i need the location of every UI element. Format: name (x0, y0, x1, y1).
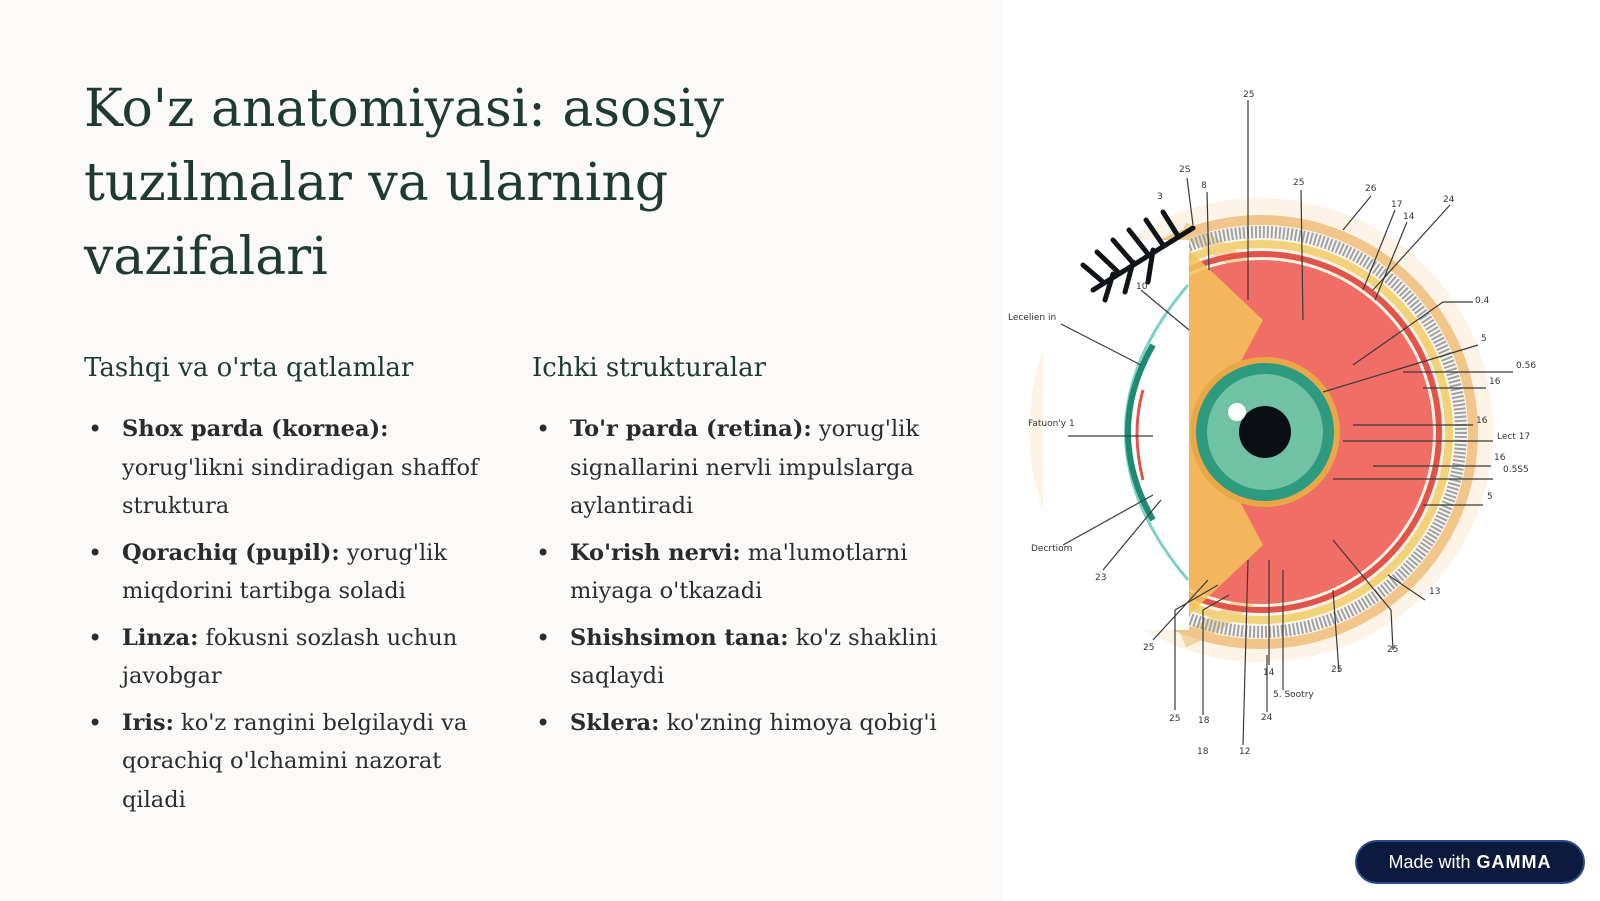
cutaway (1043, 240, 1189, 630)
item-term: Sklera: (570, 709, 660, 736)
label-left-low: 23 (1095, 573, 1106, 583)
label-bottom: 12 (1239, 747, 1250, 757)
label-bottom: 25 (1143, 643, 1154, 653)
badge-prefix: Made with (1388, 851, 1471, 872)
inner-structures-heading: Ichki strukturalar (532, 353, 766, 383)
label-bottom: 14 (1263, 668, 1275, 678)
label-top: 17 (1391, 200, 1402, 210)
label-top: 14 (1403, 212, 1415, 222)
outer-layers-heading: Tashqi va o'rta qatlamlar (84, 353, 414, 383)
made-with-gamma-badge[interactable]: Made with GAMMA (1355, 840, 1585, 884)
lens-wedge (1189, 250, 1263, 615)
red-arc (1135, 389, 1145, 481)
label-right: 5 (1481, 334, 1487, 344)
eyelash (1080, 209, 1196, 303)
item-desc: ko'z rangini belgilaydi va qorachiq o'lc… (122, 709, 468, 813)
inner-structures-list: To'r parda (retina): yorug'lik signallar… (532, 410, 952, 742)
label-top: 8 (1201, 181, 1207, 191)
label-right: 16 (1489, 377, 1501, 387)
label-left-top: Lecelien in (1008, 313, 1056, 323)
pupil (1239, 406, 1291, 458)
item-term: Iris: (122, 709, 174, 736)
item-term: Shox parda (kornea): (122, 416, 389, 442)
label-top: 3 (1157, 192, 1163, 202)
list-item: Linza: fokusni sozlash uchun javobgar (84, 619, 504, 696)
label-top: 2S (1179, 165, 1191, 175)
label-inner-top: 10 (1136, 282, 1148, 292)
item-term: To'r parda (retina): (570, 416, 812, 442)
list-item: To'r parda (retina): yorug'lik signallar… (532, 410, 952, 526)
label-bottom: 18 (1198, 716, 1210, 726)
label-right: 16 (1476, 416, 1488, 426)
label-left-mid: Fatuon'y 1 (1028, 419, 1075, 429)
label-right: 0.56 (1516, 361, 1536, 371)
list-item: Sklera: ko'zning himoya qobig'i (532, 704, 952, 743)
label-left-bot: Decrtiom (1031, 544, 1072, 554)
list-item: Shishsimon tana: ko'z shaklini saqlaydi (532, 619, 952, 696)
label-right: Lect 17 (1497, 432, 1530, 442)
label-right: 0.5S5 (1503, 465, 1529, 475)
label-bottom: 25 (1331, 665, 1342, 675)
label-right: 0.4 (1475, 296, 1490, 306)
item-desc: yorug'likni sindiradigan shaffof struktu… (122, 454, 479, 520)
pupil-highlight (1228, 403, 1246, 421)
item-term: Qorachiq (pupil): (122, 539, 340, 566)
leader-lines (1060, 100, 1513, 746)
item-desc: yorug'lik signallarini nervli impulslarg… (570, 416, 919, 519)
label-bottom: 5. Sootry (1273, 690, 1314, 700)
label-right: 5 (1487, 492, 1493, 502)
item-desc: yorug'lik miqdorini tartibga soladi (122, 539, 448, 605)
label-bottom: 18 (1197, 747, 1209, 757)
outer-layers-column: Tashqi va o'rta qatlamlar Shox parda (ko… (84, 350, 504, 827)
inner-structures-column: Ichki strukturalar To'r parda (retina): … (532, 350, 952, 750)
item-desc: ko'zning himoya qobig'i (659, 709, 937, 736)
list-item: Ko'rish nervi: ma'lumotlarni miyaga o'tk… (532, 534, 952, 611)
gamma-logo: GAMMA (1476, 851, 1552, 872)
label-top: 26 (1365, 184, 1377, 194)
label-top: 25 (1293, 178, 1304, 188)
list-item: Qorachiq (pupil): yorug'lik miqdorini ta… (84, 534, 504, 611)
item-term: Ko'rish nervi: (570, 539, 741, 566)
content-panel: Ko'z anatomiyasi: asosiy tuzilmalar va u… (0, 0, 1003, 901)
page-title: Ko'z anatomiyasi: asosiy tuzilmalar va u… (84, 79, 725, 287)
eye-anatomy-diagram: Lecelien in Fatuon'y 1 Decrtiom 23 10 25… (1003, 0, 1600, 901)
label-bottom: 24 (1261, 713, 1273, 723)
label-top: 24 (1443, 195, 1455, 205)
item-desc: ko'z shaklini saqlaydi (570, 624, 938, 690)
label-top: 25 (1243, 90, 1254, 100)
label-right: 13 (1429, 587, 1440, 597)
item-term: Linza: (122, 624, 199, 651)
list-item: Iris: ko'z rangini belgilaydi va qorachi… (84, 704, 504, 820)
label-right: 16 (1494, 453, 1506, 463)
label-bottom: 25 (1169, 714, 1180, 724)
outer-layers-list: Shox parda (kornea): yorug'likni sindira… (84, 410, 504, 819)
item-desc: fokusni sozlash uchun javobgar (122, 624, 458, 690)
list-item: Shox parda (kornea): yorug'likni sindira… (84, 410, 504, 526)
iris-arc (1125, 343, 1156, 522)
item-term: Shishsimon tana: (570, 624, 789, 651)
label-bottom: 25 (1387, 645, 1398, 655)
item-desc: ma'lumotlarni miyaga o'tkazadi (570, 539, 908, 605)
eye-anatomy-illustration: Lecelien in Fatuon'y 1 Decrtiom 23 10 25… (1008, 90, 1536, 757)
